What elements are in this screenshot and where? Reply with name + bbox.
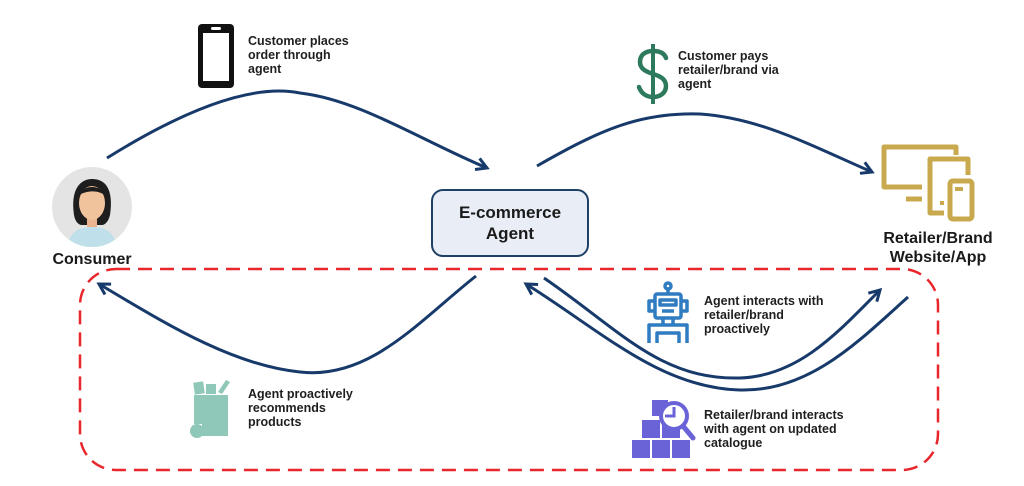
step-agent-interacts-label: Agent interacts with retailer/brand proa…: [704, 294, 824, 336]
arrow-retailer-to-agent: [523, 282, 910, 392]
step-pay-label: Customer pays retailer/brand via agent: [678, 49, 779, 91]
robot-icon: [647, 281, 689, 343]
smartphone-icon: [198, 24, 234, 88]
proactive-region-border: [78, 267, 940, 472]
catalogue-search-icon: [632, 400, 696, 458]
arrow-agent-to-retailer: [536, 112, 875, 175]
retailer-label: Retailer/Brand Website/App: [860, 229, 1016, 267]
consumer-avatar-icon: [52, 167, 132, 247]
ecommerce-agent-node: E-commerce Agent: [431, 189, 589, 257]
devices-icon: [881, 144, 975, 222]
arrow-consumer-to-agent: [106, 89, 490, 171]
step-catalogue-label: Retailer/brand interacts with agent on u…: [704, 408, 844, 450]
grocery-bag-icon: [190, 380, 230, 438]
retailer-label-line1: Retailer/Brand: [883, 230, 993, 247]
arrow-agent-to-consumer: [96, 274, 477, 375]
step-place-order-label: Customer places order through agent: [248, 34, 349, 76]
arrow-agent-to-retailer-proactive: [543, 276, 883, 380]
step-recommend-label: Agent proactively recommends products: [248, 387, 353, 429]
consumer-label: Consumer: [52, 251, 132, 268]
agent-label-line2: Agent: [485, 224, 535, 243]
agent-label-line1: E-commerce: [458, 203, 562, 222]
retailer-label-line2: Website/App: [889, 249, 987, 266]
dollar-icon: [636, 44, 669, 104]
